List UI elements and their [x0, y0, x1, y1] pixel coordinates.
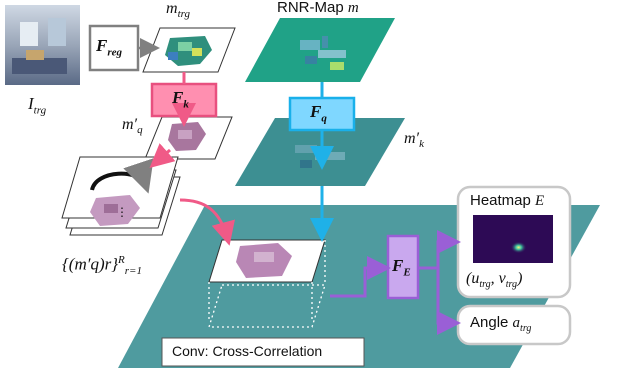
query-on-floor-texture [236, 243, 292, 278]
rnr-map-label: RNR-Map m [277, 0, 359, 16]
mq-label: m′q [122, 116, 143, 137]
stack-set-label: {(m′q)r}Rr=1 [62, 254, 142, 278]
mtrg-label: mtrg [166, 0, 190, 21]
heatmap-title: Heatmap E [470, 192, 545, 209]
f-k-label: Fk [172, 88, 189, 111]
heatmap-coords: (utrg, vtrg) [466, 270, 523, 291]
arrow-mq-stack [149, 143, 176, 168]
heatmap-peak [501, 233, 533, 257]
stack-dots: ⋮ [116, 205, 128, 219]
rotation-arrow [90, 158, 154, 194]
mq-texture [168, 122, 206, 151]
conv-label-box [161, 337, 365, 367]
angle-label: Angle atrg [470, 314, 532, 334]
correlation-dotted-box [208, 240, 326, 328]
stack-texture [90, 195, 140, 226]
arrow-stack-floor [179, 198, 235, 246]
arrow-floor-fe [330, 256, 391, 298]
f-e-label: FE [392, 256, 411, 279]
mtrg-texture [165, 36, 212, 66]
itrg-label: Itrg [28, 94, 47, 117]
mk-label: m′k [404, 130, 424, 151]
rnr-map-texture [300, 36, 346, 70]
arrow-fe-heatmap [418, 230, 461, 270]
f-q-label: Fq [310, 102, 327, 125]
f-reg-label: Freg [96, 36, 123, 59]
arrow-fe-angle [436, 268, 461, 335]
conv-label: Conv: Cross-Correlation [172, 343, 323, 359]
